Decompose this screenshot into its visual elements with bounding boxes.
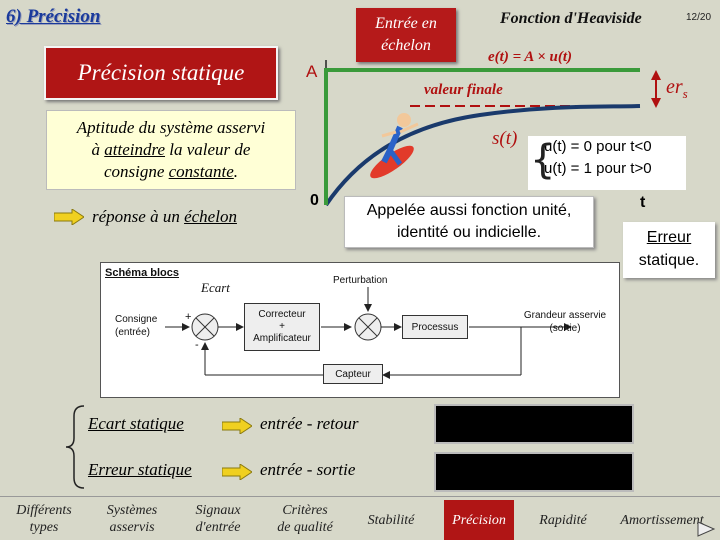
slide-title: 6) Précision — [6, 6, 101, 27]
er-arrow-bottom — [651, 98, 661, 108]
case-positive: u(t) = 1 pour t>0 — [544, 160, 652, 177]
capteur-block: Capteur — [323, 364, 383, 384]
definition-box: Aptitude du système asservi à atteindre … — [46, 110, 296, 190]
block-diagram: Schéma blocs Ecart Perturbation Consigne… — [100, 262, 620, 398]
arrow-right-icon — [54, 209, 84, 225]
next-slide-icon[interactable] — [696, 520, 716, 538]
step-response-graph — [324, 60, 661, 207]
step-equation: e(t) = A × u(t) — [488, 49, 573, 65]
output-label: s(t) — [492, 128, 518, 149]
processus-block: Processus — [402, 315, 468, 339]
ecart-statique-label: Ecart statique — [88, 414, 184, 433]
entree-echelon-box: Entrée en échelon — [356, 8, 456, 62]
surfer-icon — [370, 113, 419, 179]
definition-line1: Aptitude du système asservi — [76, 118, 266, 137]
ecart-statique-formula: entrée - retour — [260, 414, 359, 433]
erreur-line1: Erreur — [646, 229, 692, 246]
brace-icon: { — [530, 137, 556, 183]
definition-line3: consigne constante. — [103, 162, 239, 181]
er-arrow-top — [651, 70, 661, 80]
entree-line2: échelon — [381, 37, 431, 54]
erreur-statique-label: Erreur statique — [88, 460, 192, 479]
hidden-answer-box-1[interactable] — [434, 404, 634, 444]
unit-step-definition: { u(t) = 0 pour t<0 u(t) = 1 pour t>0 — [528, 136, 686, 190]
case-negative: u(t) = 0 pour t<0 — [544, 138, 652, 155]
response-note: réponse à un échelon — [54, 207, 237, 227]
axis-label-zero: 0 — [310, 192, 319, 209]
block-diagram-wires — [165, 287, 572, 379]
erreur-statique-formula: entrée - sortie — [260, 460, 356, 479]
erreur-line2: statique. — [638, 252, 700, 269]
arrow-right-icon — [222, 464, 252, 480]
hidden-answer-box-2[interactable] — [434, 452, 634, 492]
response-curve — [324, 104, 641, 207]
nav-separator — [0, 496, 720, 497]
alias-line1: Appelée aussi fonction unité, — [366, 202, 572, 219]
ecart-label: Ecart — [201, 280, 230, 295]
correcteur-block: Correcteur + Amplificateur — [244, 303, 320, 351]
static-error-box: Erreur statique. — [623, 222, 715, 278]
er-subscript: s — [682, 86, 688, 101]
alias-note-box: Appelée aussi fonction unité, identité o… — [344, 196, 594, 248]
grandeur-label: Grandeur asservie (sortie) — [523, 310, 607, 334]
precision-statique-box: Précision statique — [44, 46, 278, 100]
rows-brace-icon — [65, 405, 85, 489]
perturbation-label: Perturbation — [333, 275, 388, 286]
nav-rapidite[interactable]: Rapidité — [539, 513, 587, 528]
plus-sign: + — [185, 311, 192, 323]
consigne-label: Consigne (entrée) — [115, 314, 158, 338]
definition-line2: à atteindre la valeur de — [91, 140, 251, 159]
heaviside-title: Fonction d'Heaviside — [500, 10, 642, 27]
er-text: er — [666, 76, 683, 98]
entree-line1: Entrée en — [375, 15, 437, 32]
nav-precision[interactable]: Précision — [444, 500, 514, 540]
precision-statique-label: Précision statique — [77, 60, 245, 85]
minus-sign: - — [195, 339, 199, 351]
alias-line2: identité ou indicielle. — [396, 224, 542, 241]
nav-amortissement[interactable]: Amortissement — [620, 513, 704, 528]
page-number: 12/20 — [686, 12, 712, 23]
step-input — [324, 68, 640, 205]
static-error-label: ers — [666, 76, 688, 102]
schema-title: Schéma blocs — [105, 267, 179, 279]
final-value-label: valeur finale — [424, 82, 503, 98]
axis-label-t: t — [640, 194, 646, 211]
nav-stabilite[interactable]: Stabilité — [367, 513, 415, 528]
arrow-right-icon — [222, 418, 252, 434]
axis-label-a: A — [306, 62, 318, 81]
